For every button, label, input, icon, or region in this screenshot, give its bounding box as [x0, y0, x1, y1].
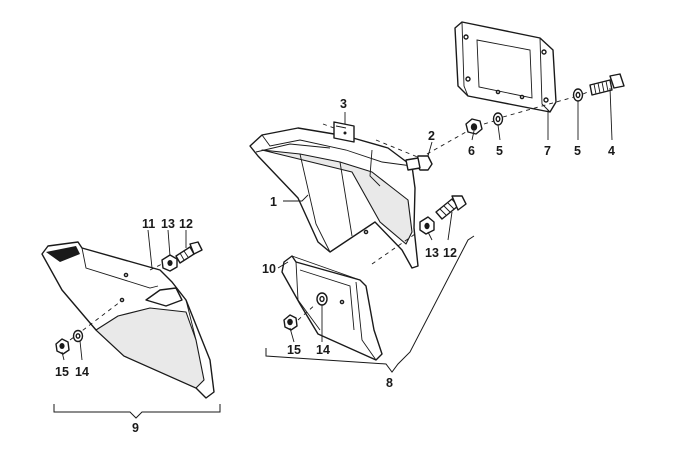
leader-lines: [61, 87, 613, 361]
callout-2: 2: [428, 129, 435, 143]
group-brace-8: [265, 235, 475, 373]
callout-13-center: 13: [425, 246, 439, 260]
callout-13-left: 13: [161, 217, 175, 231]
lower-bracket: [281, 255, 383, 361]
side-cover: [41, 241, 215, 399]
callout-6: 6: [468, 144, 475, 158]
callout-9: 9: [132, 421, 139, 435]
callout-10: 10: [262, 262, 276, 276]
callout-1: 1: [270, 195, 277, 209]
callout-12-center: 12: [443, 246, 457, 260]
mounting-plate: [454, 21, 557, 113]
clip-3: [333, 121, 355, 143]
bolt-4: [589, 73, 625, 96]
washer-13-left: [161, 254, 178, 272]
callout-8: 8: [386, 376, 393, 390]
washer-14-center: [316, 292, 328, 306]
callout-15-center: 15: [287, 343, 301, 357]
callout-labels: 1 2 3 4 5 5 6 7 8 9 10 11 12 12 13 13 14…: [55, 97, 615, 435]
callout-5-right: 5: [574, 144, 581, 158]
callout-3: 3: [340, 97, 347, 111]
callout-5-left: 5: [496, 144, 503, 158]
bolt-12-left: [175, 241, 203, 264]
fairing-bracket: [249, 127, 419, 269]
callout-4: 4: [608, 144, 615, 158]
nut-15-center: [283, 314, 298, 331]
callout-12-left: 12: [179, 217, 193, 231]
callout-14-left: 14: [75, 365, 89, 379]
callout-7: 7: [544, 144, 551, 158]
washer-5-left: [492, 112, 504, 126]
group-brace-9: [53, 404, 221, 419]
washer-5-right: [572, 88, 584, 102]
washer-13-center: [419, 216, 435, 235]
callout-11: 11: [142, 217, 155, 231]
nut-15-left: [55, 338, 70, 355]
nut-6: [465, 118, 483, 135]
washer-14-left: [72, 329, 84, 343]
callout-15-left: 15: [55, 365, 69, 379]
bolt-2: [405, 155, 433, 171]
callout-14-center: 14: [316, 343, 330, 357]
bolt-12-center: [435, 195, 467, 220]
